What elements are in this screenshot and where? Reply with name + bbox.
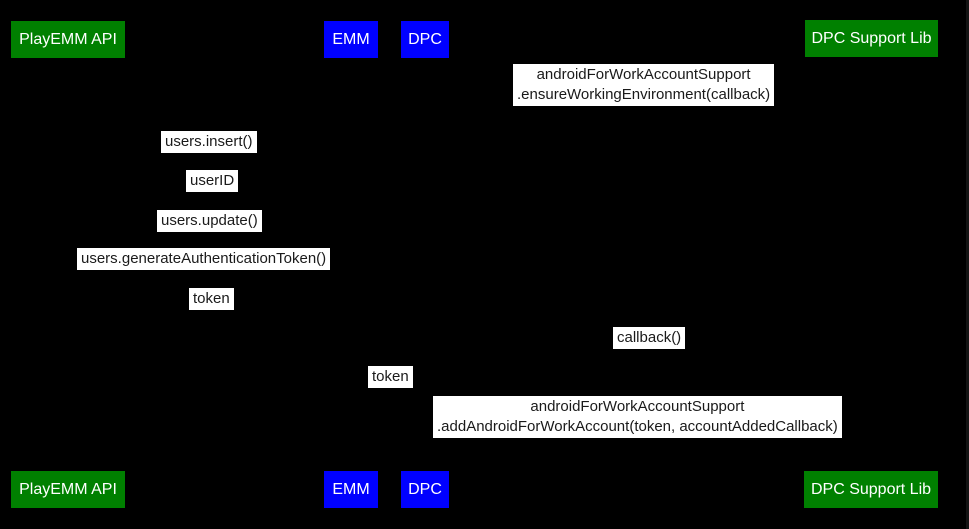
message-line: .ensureWorkingEnvironment(callback) [517, 86, 771, 103]
message-line: androidForWorkAccountSupport [530, 398, 745, 415]
message-users-insert: users.insert() [161, 131, 257, 153]
right-edge-strip [966, 0, 969, 529]
actor-emm-top: EMM [324, 21, 378, 58]
message-ensure-working-environment: androidForWorkAccountSupport .ensureWork… [513, 64, 775, 106]
message-line: token [372, 368, 409, 385]
actor-dpc-support-lib-bottom: DPC Support Lib [804, 471, 938, 508]
message-userid: userID [186, 170, 239, 192]
message-line: androidForWorkAccountSupport [536, 66, 751, 83]
message-line: userID [190, 172, 235, 189]
message-token-middle: token [368, 366, 413, 388]
message-line: token [193, 290, 230, 307]
message-line: users.generateAuthenticationToken() [81, 250, 327, 267]
message-line: .addAndroidForWorkAccount(token, account… [437, 418, 838, 435]
message-add-android-for-work-account: androidForWorkAccountSupport .addAndroid… [433, 396, 842, 438]
actor-dpc-bottom: DPC [401, 471, 449, 508]
message-line: users.update() [161, 212, 258, 229]
message-users-update: users.update() [157, 210, 262, 232]
actor-playemm-api-top: PlayEMM API [11, 21, 125, 58]
message-generate-authentication-token: users.generateAuthenticationToken() [77, 248, 331, 270]
message-callback: callback() [613, 327, 686, 349]
message-token-left: token [189, 288, 234, 310]
message-line: callback() [617, 329, 682, 346]
actor-emm-bottom: EMM [324, 471, 378, 508]
actor-dpc-top: DPC [401, 21, 449, 58]
message-line: users.insert() [165, 133, 253, 150]
actor-playemm-api-bottom: PlayEMM API [11, 471, 125, 508]
actor-dpc-support-lib-top: DPC Support Lib [805, 20, 938, 57]
